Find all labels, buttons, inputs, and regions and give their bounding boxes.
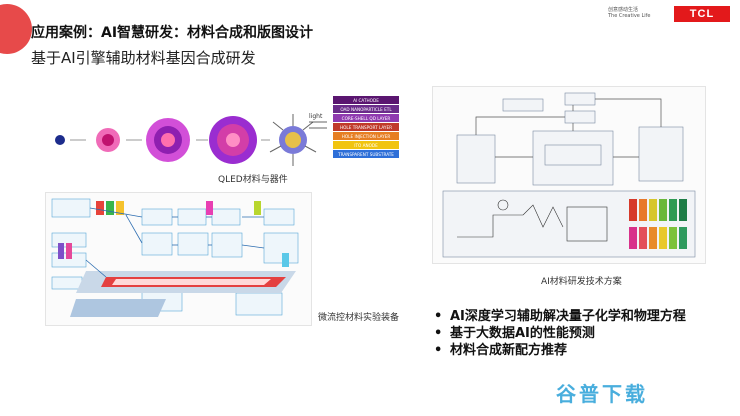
device-layer <box>333 96 399 104</box>
brand-tagline: 创意感动生活 The Creative Life <box>608 7 650 19</box>
light-label: light <box>309 113 323 120</box>
device-layer <box>333 114 399 122</box>
brand-tagline-en: The Creative Life <box>608 13 651 19</box>
page-subtitle: 基于AI引擎辅助材料基因合成研发 <box>31 49 256 67</box>
device-layer-label: OAD NANOPARTICLE ETL <box>340 107 392 112</box>
bullet-item: 基于大数据AI的性能预测 <box>432 325 686 342</box>
device-layer-label: HOLE TRANSPORT LAYER <box>340 125 392 130</box>
sample-tubes <box>629 199 687 249</box>
bullet-item: AI深度学习辅助解决量子化学和物理方程 <box>432 308 686 325</box>
qled-device-stack: Al CATHODE OAD NANOPARTICLE ETL CORE-SHELL… <box>309 96 399 158</box>
device-layer <box>333 123 399 131</box>
microfluidic-diagram <box>45 192 312 326</box>
device-layer <box>333 132 399 140</box>
bullet-list: AI深度学习辅助解决量子化学和物理方程 基于大数据AI的性能预测 材料合成新配方… <box>432 308 686 359</box>
decorative-red-circle <box>0 4 32 54</box>
bullet-item: 材料合成新配方推荐 <box>432 342 686 359</box>
reagent-bottles <box>58 201 289 267</box>
device-layer <box>333 141 399 149</box>
ai-caption: AI材料研发技术方案 <box>541 277 622 287</box>
device-layer-label: Al CATHODE <box>353 98 379 103</box>
watermark: 谷普下载 <box>556 382 648 406</box>
device-layer <box>333 150 399 158</box>
device-layer-label: ITO ANODE <box>354 143 378 148</box>
microfluidic-caption: 微流控材料实验装备 <box>318 313 400 323</box>
qd-core-dot <box>55 135 65 145</box>
device-layer-label: CORE-SHELL QD LAYER <box>342 116 391 121</box>
qd-ligand-particle <box>269 114 317 166</box>
page-title: 应用案例：AI智慧研发：材料合成和版图设计 <box>31 25 314 41</box>
qled-material-illustration <box>55 114 317 166</box>
lab-apparatus <box>457 199 608 242</box>
tcl-logo: TCL <box>674 6 730 22</box>
device-layer-label: TRANSPARENT SUBSTRATE <box>337 152 394 157</box>
microfluidic-chip <box>70 271 296 317</box>
device-layer-label: HOLE INJECTION LAYER <box>342 134 391 139</box>
qled-caption: QLED材料与器件 <box>218 175 288 185</box>
device-layer <box>333 105 399 113</box>
ai-solution-diagram <box>432 86 706 264</box>
brand-tagline-cn: 创意感动生活 <box>608 7 639 13</box>
